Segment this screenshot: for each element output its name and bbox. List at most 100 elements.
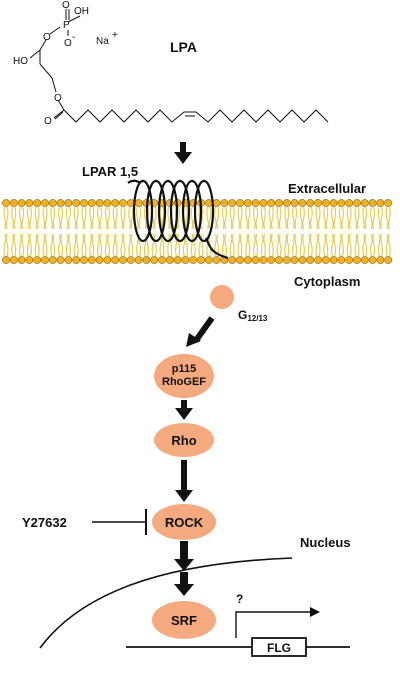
- lipid-tail-lower: [50, 233, 56, 257]
- lipid-head: [204, 199, 213, 207]
- lipid-tail-upper: [159, 206, 165, 230]
- lipid-tail-upper: [292, 206, 298, 230]
- lipid-head: [48, 199, 57, 207]
- lipid-tail-lower: [34, 233, 40, 257]
- charge-minus: -: [72, 32, 75, 43]
- lipid-head: [173, 256, 182, 264]
- node-srf-label: SRF: [171, 613, 197, 628]
- molecule-bonds: [29, 9, 329, 123]
- lipid-head: [384, 256, 393, 264]
- atom-o-link: O: [43, 32, 51, 43]
- lipid-head: [376, 256, 385, 264]
- lipid-head: [111, 199, 120, 207]
- lipid-tail-upper: [221, 206, 227, 230]
- lipid-tail-lower: [377, 233, 383, 257]
- lipid-bilayer: [2, 199, 393, 264]
- node-p115-rhogef: [154, 354, 214, 398]
- atom-o-carbonyl: O: [44, 116, 52, 127]
- lipid-head: [9, 256, 18, 264]
- lipid-tail-upper: [346, 206, 352, 230]
- lipid-head: [165, 256, 174, 264]
- lipid-tail-upper: [229, 206, 235, 230]
- lipid-head: [251, 256, 260, 264]
- gene-label: FLG: [267, 641, 291, 655]
- lipid-tail-upper: [377, 206, 383, 230]
- lipid-head: [119, 199, 127, 207]
- lipid-tail-lower: [260, 233, 266, 257]
- lipid-head: [275, 199, 283, 207]
- lipid-tail-upper: [214, 206, 220, 230]
- g-protein-circle: [210, 285, 234, 309]
- lipid-tail-upper: [34, 206, 40, 230]
- lipid-tail-upper: [245, 206, 251, 230]
- lipid-head: [48, 256, 57, 264]
- lipid-head: [360, 256, 369, 264]
- lipid-head: [87, 256, 96, 264]
- lipid-tail-upper: [89, 206, 95, 230]
- lipid-head: [25, 256, 34, 264]
- lipid-tail-lower: [323, 233, 329, 257]
- lipid-tail-upper: [284, 206, 290, 230]
- lipid-head: [41, 256, 49, 264]
- atom-ho: HO: [13, 56, 28, 67]
- lipid-head: [345, 256, 354, 264]
- lipid-tail-lower: [370, 233, 376, 257]
- lipid-head: [212, 256, 221, 264]
- lipid-head: [33, 199, 42, 207]
- arrow-shaft-lower: [180, 572, 188, 584]
- atom-o-ester: O: [54, 93, 62, 104]
- lipid-head: [337, 256, 346, 264]
- lipid-tail-lower: [26, 233, 32, 257]
- receptor-n-terminus: [127, 179, 141, 184]
- lipid-head: [134, 199, 143, 207]
- lipid-head: [259, 199, 268, 207]
- lipid-head: [259, 256, 268, 264]
- node-rock-label: ROCK: [165, 515, 204, 530]
- lipid-tail-lower: [299, 233, 305, 257]
- lipid-head: [126, 256, 135, 264]
- lipid-head: [87, 199, 96, 207]
- unknown-mark: ?: [236, 592, 243, 606]
- arrow-head: [175, 408, 193, 420]
- helix-loop: [132, 179, 154, 243]
- lipid-tail-lower: [11, 233, 17, 257]
- lipid-head: [95, 256, 104, 264]
- lipid-head: [17, 256, 26, 264]
- lipid-head: [189, 256, 198, 264]
- lipid-tail-lower: [19, 233, 25, 257]
- lipid-tail-upper: [11, 206, 17, 230]
- lipid-head: [80, 199, 88, 207]
- lipid-tail-upper: [97, 206, 103, 230]
- lipid-head: [329, 256, 338, 264]
- lipid-head: [103, 256, 112, 264]
- lipid-tail-lower: [104, 233, 110, 257]
- lipid-head: [236, 256, 244, 264]
- lipid-head: [228, 256, 237, 264]
- lpa-molecule: OH O P O - Na + O HO O O LPA: [13, 0, 329, 127]
- receptor-c-terminus: [204, 237, 229, 260]
- lipid-tail-lower: [307, 233, 313, 257]
- lipid-tails: [3, 206, 391, 257]
- extracellular-label: Extracellular: [288, 181, 366, 196]
- lipid-tail-lower: [120, 233, 126, 257]
- lipid-head: [236, 199, 244, 207]
- lipid-tail-lower: [346, 233, 352, 257]
- lipid-head: [197, 256, 205, 264]
- atom-oh-phosphate: OH: [74, 6, 89, 17]
- lipid-tail-lower: [338, 233, 344, 257]
- lipid-head: [290, 199, 299, 207]
- lipid-tail-lower: [97, 233, 103, 257]
- lipid-tail-upper: [299, 206, 305, 230]
- lipid-tail-lower: [284, 233, 290, 257]
- lipid-head: [2, 199, 10, 207]
- lipid-tail-lower: [315, 233, 321, 257]
- nuclear-envelope: [39, 557, 293, 649]
- node-p115-label-line2: RhoGEF: [162, 376, 206, 388]
- lipid-head: [243, 256, 252, 264]
- lipid-tail-lower: [237, 233, 243, 257]
- lipid-head: [220, 199, 229, 207]
- lipid-tail-lower: [112, 233, 118, 257]
- inhibition-t-bar-icon: [92, 509, 147, 535]
- lpa-label: LPA: [170, 39, 197, 55]
- lipid-head: [95, 199, 104, 207]
